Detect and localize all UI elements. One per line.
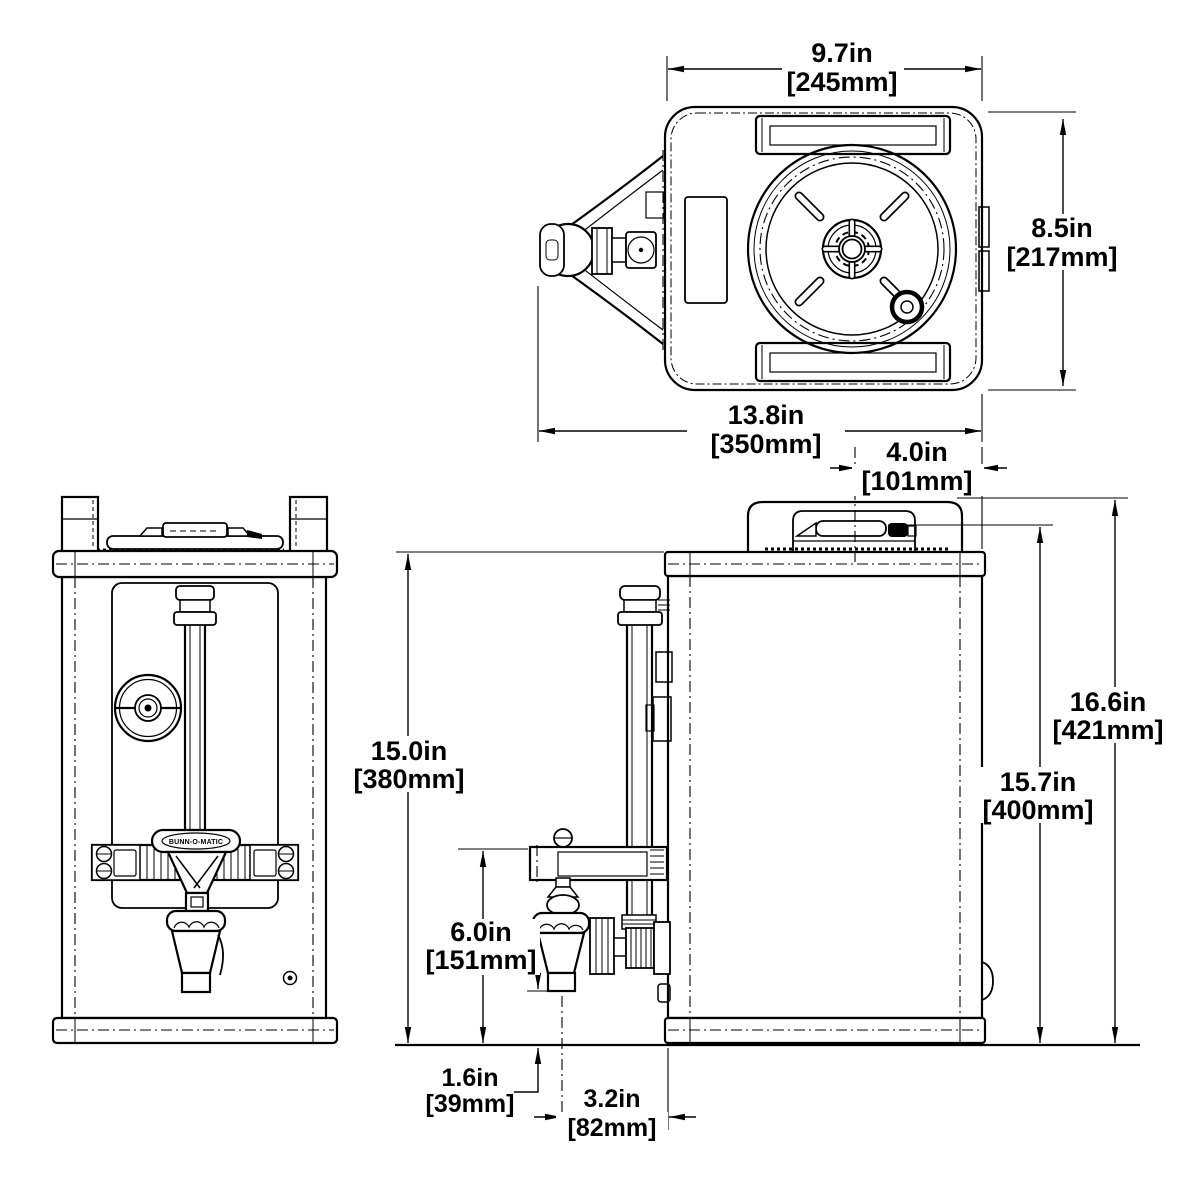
- top-view-handle-top: [754, 114, 952, 156]
- svg-text:15.0in: 15.0in: [371, 736, 448, 766]
- svg-text:[400mm]: [400mm]: [982, 795, 1093, 825]
- dimension-labels: 9.7in [245mm] 8.5in [217mm] 13.8in [350m…: [353, 38, 1163, 1142]
- svg-text:16.6in: 16.6in: [1070, 687, 1147, 717]
- svg-text:[217mm]: [217mm]: [1006, 242, 1117, 272]
- svg-text:[39mm]: [39mm]: [426, 1090, 515, 1118]
- side-view-body: [666, 574, 984, 1020]
- side-view: [528, 500, 994, 1045]
- front-view-drain-hole: [282, 970, 298, 986]
- brand-label: BUNN-O-MATIC: [169, 839, 223, 846]
- svg-text:15.7in: 15.7in: [1000, 767, 1077, 797]
- top-view-center-hub: [821, 218, 883, 280]
- side-view-faucet: [531, 877, 671, 1003]
- top-view: [539, 105, 990, 392]
- dim-top-depth: 8.5in [217mm]: [1006, 213, 1117, 272]
- svg-text:[350mm]: [350mm]: [710, 429, 821, 459]
- top-view-handle-bottom: [754, 341, 952, 383]
- svg-text:[421mm]: [421mm]: [1052, 715, 1163, 745]
- svg-text:9.7in: 9.7in: [811, 38, 873, 68]
- side-view-top-band: [663, 550, 987, 578]
- front-view-faucet: [165, 850, 228, 994]
- svg-text:4.0in: 4.0in: [886, 437, 948, 467]
- front-view-handle-left: [60, 495, 100, 554]
- front-view-base-band: [51, 1016, 339, 1045]
- dim-handle-height: 15.7in [400mm]: [982, 767, 1093, 825]
- side-view-rear-tab: [981, 961, 994, 1001]
- front-view-handle-right: [288, 495, 329, 554]
- svg-text:[245mm]: [245mm]: [786, 67, 897, 97]
- top-view-thumb-hole: [889, 289, 925, 325]
- front-view-faucet-bonnet: BUNN-O-MATIC: [150, 828, 242, 854]
- svg-text:8.5in: 8.5in: [1031, 213, 1093, 243]
- dim-overall-depth: 13.8in [350mm]: [710, 400, 821, 459]
- dim-lid-offset: 4.0in [101mm]: [861, 437, 972, 496]
- top-view-rear-bracket: [978, 206, 990, 292]
- top-view-body-inner-line: [670, 112, 977, 385]
- svg-text:1.6in: 1.6in: [442, 1064, 499, 1092]
- dim-body-height: 15.0in [380mm]: [353, 736, 464, 794]
- dim-overall-height: 16.6in [421mm]: [1052, 687, 1163, 745]
- dim-top-width: 9.7in [245mm]: [786, 38, 897, 97]
- front-view-gauge-wheel: [113, 673, 183, 743]
- svg-text:[101mm]: [101mm]: [861, 466, 972, 496]
- svg-text:6.0in: 6.0in: [450, 917, 512, 947]
- dimension-annotations: 9.7in [245mm] 8.5in [217mm] 13.8in [350m…: [342, 38, 1176, 1146]
- label-masks: [342, 66, 1176, 1146]
- svg-text:[151mm]: [151mm]: [425, 945, 536, 975]
- front-view-lid: [97, 522, 284, 552]
- top-view-side-label: [684, 196, 728, 304]
- front-view: BUNN-O-MATIC: [51, 495, 339, 1045]
- side-view-lid: [746, 500, 964, 555]
- svg-text:[380mm]: [380mm]: [353, 764, 464, 794]
- extension-lines: [396, 56, 1128, 1130]
- top-view-lid-circle: [746, 143, 958, 355]
- top-view-faucet-assembly: [539, 150, 665, 352]
- svg-text:3.2in: 3.2in: [584, 1085, 641, 1113]
- front-view-sight-glass: [173, 585, 217, 838]
- dim-faucet-height: 6.0in [151mm]: [425, 917, 536, 975]
- svg-text:[82mm]: [82mm]: [568, 1114, 657, 1142]
- side-view-faucet-bracket: [528, 828, 669, 882]
- side-view-base-band: [663, 1016, 987, 1045]
- dim-spout-clearance: 1.6in [39mm]: [426, 1064, 515, 1118]
- front-view-top-band: [51, 549, 339, 579]
- svg-text:13.8in: 13.8in: [728, 400, 805, 430]
- dim-spout-offset: 3.2in [82mm]: [568, 1085, 657, 1142]
